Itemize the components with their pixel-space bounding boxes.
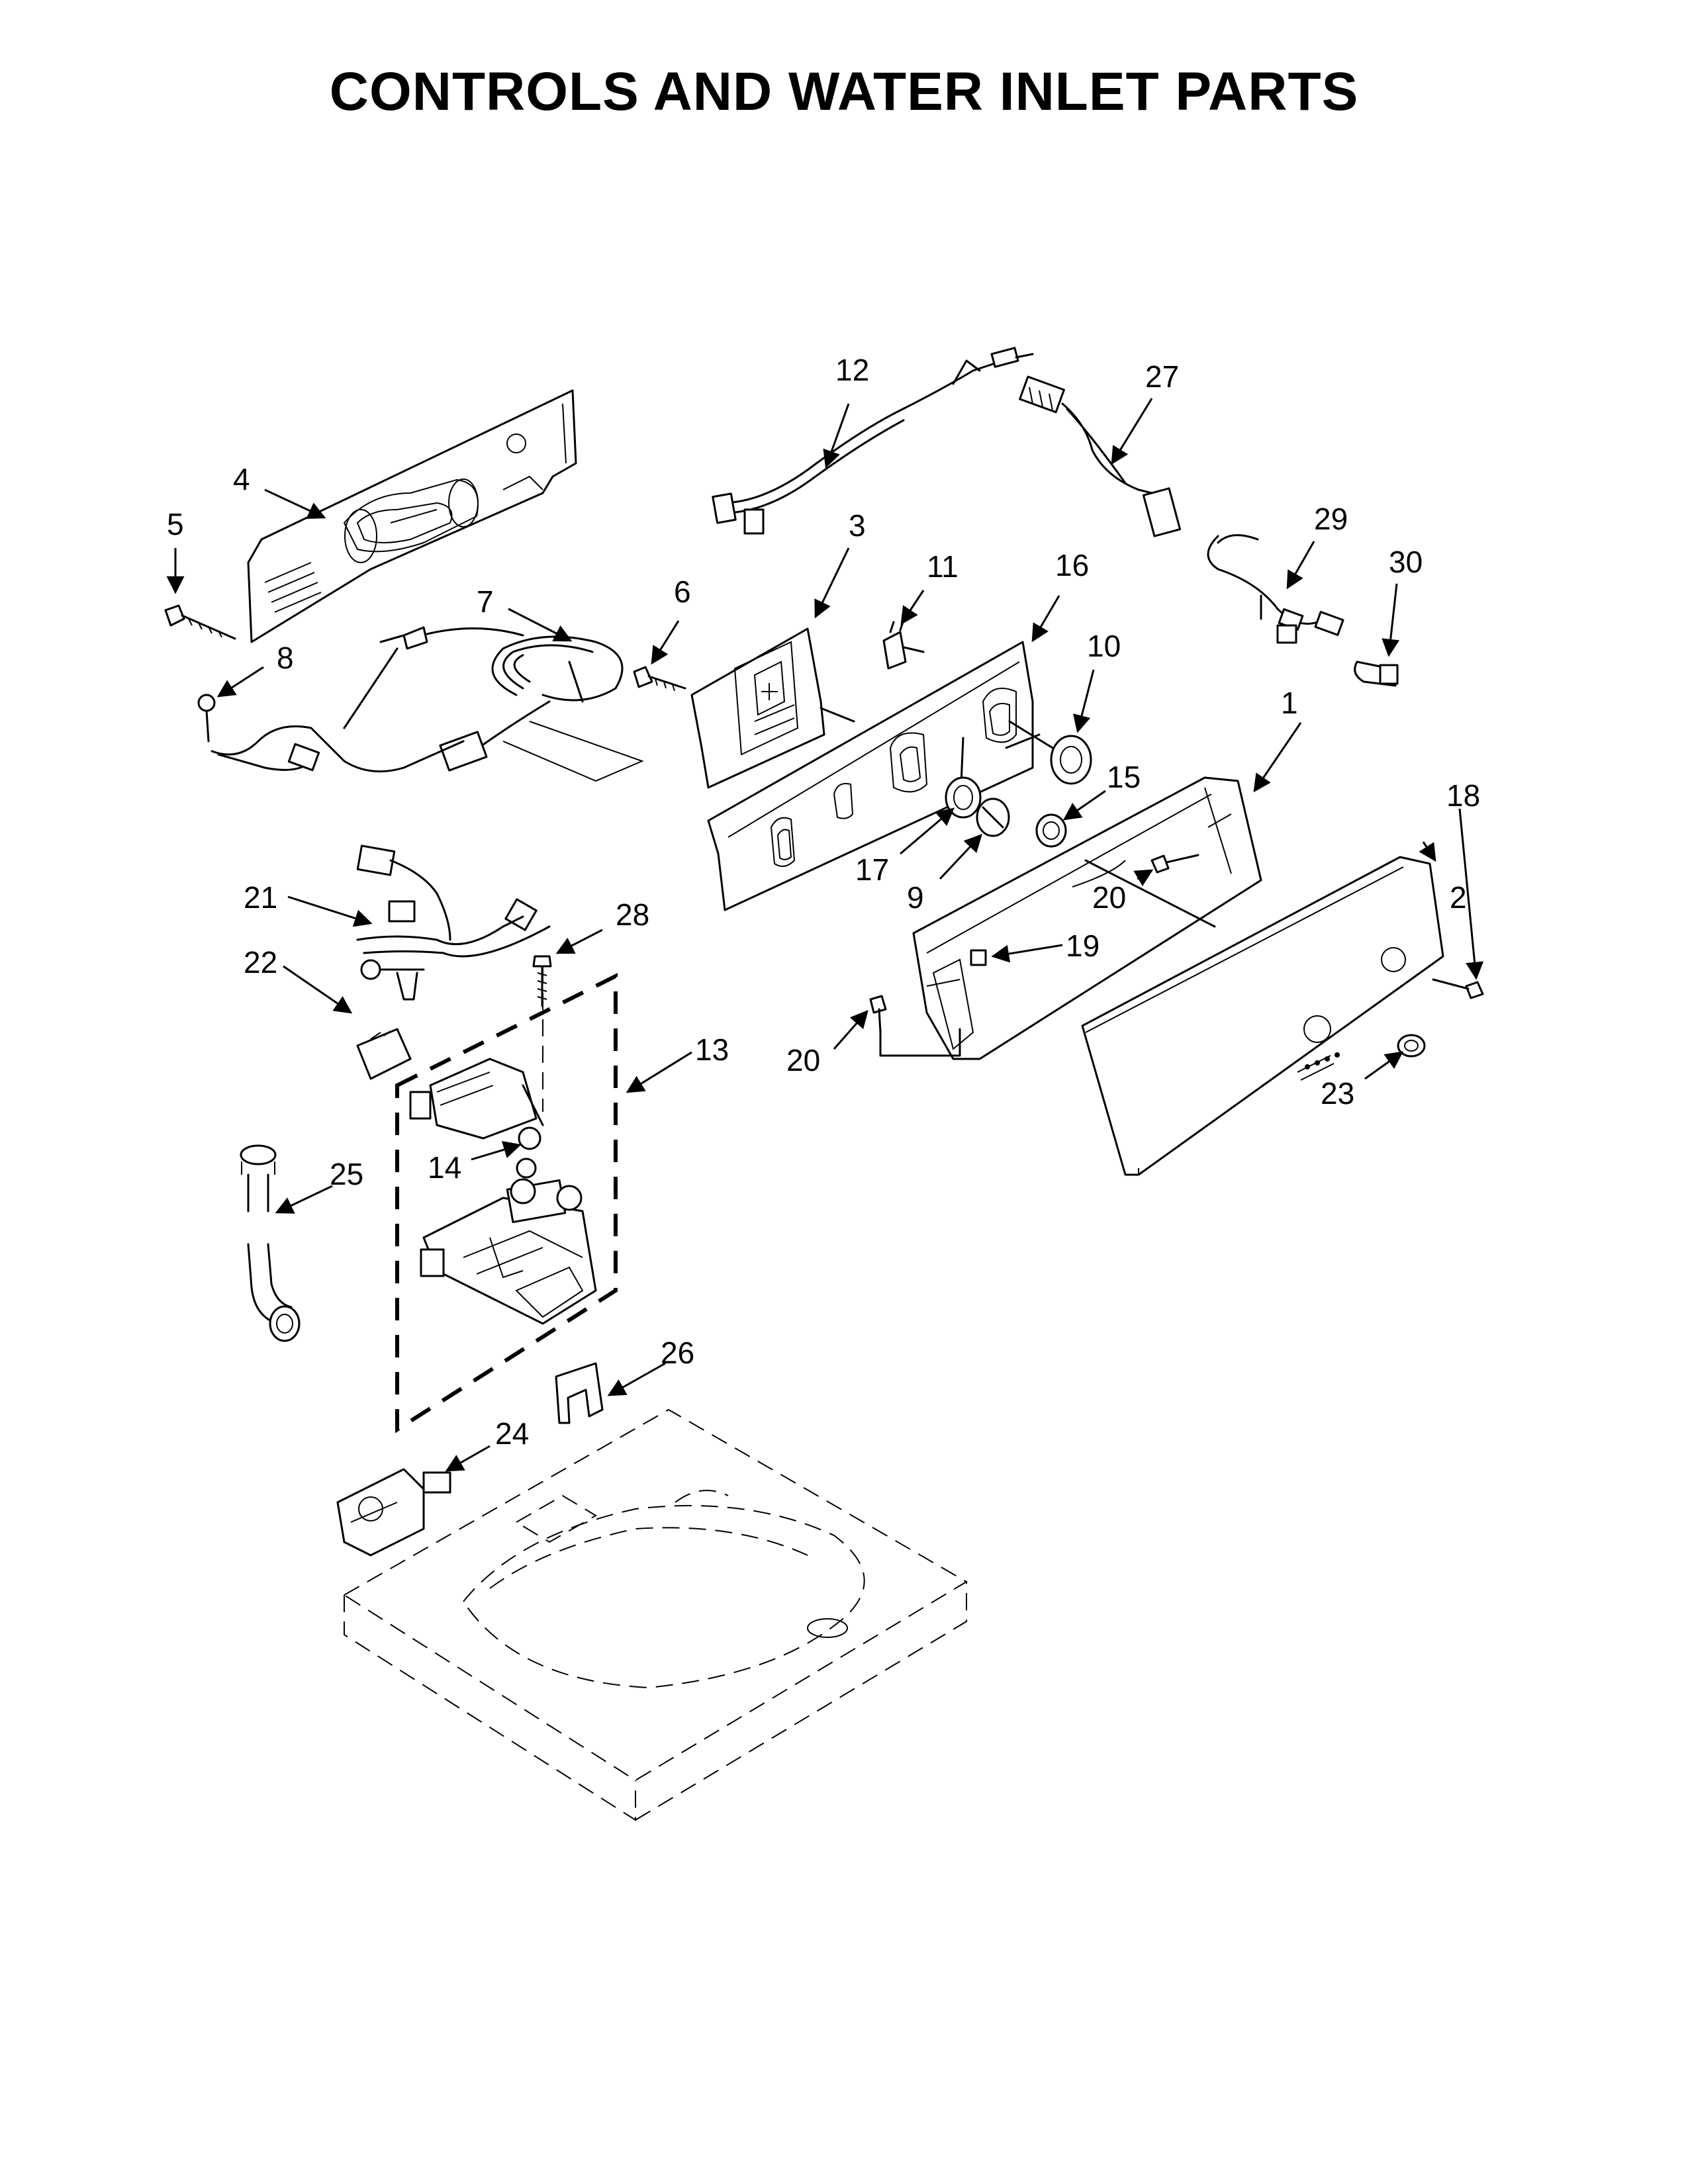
callout-15: 15: [1107, 760, 1141, 794]
callout-24: 24: [495, 1416, 529, 1451]
callout-20-upper: 20: [1092, 880, 1126, 915]
washer-top-deck: [343, 1408, 968, 1821]
part-20-screw-lower: [869, 995, 887, 1034]
part-6-screw: [633, 666, 686, 692]
callout-14: 14: [428, 1150, 461, 1185]
part-19-clip: [970, 949, 987, 966]
part-18-console-back-panel: [1081, 856, 1444, 1176]
part-29-wire-harness: [1207, 534, 1344, 644]
callout-20-lower: 20: [786, 1043, 820, 1077]
callout-9: 9: [907, 880, 924, 915]
part-16-console-frame: [707, 641, 1041, 911]
callout-16: 16: [1055, 548, 1089, 582]
callout-23: 23: [1321, 1076, 1354, 1111]
part-27-wire-harness: [1019, 375, 1182, 537]
callout-8: 8: [277, 641, 294, 675]
callout-5: 5: [167, 507, 184, 541]
part-24-actuator: [336, 1468, 451, 1557]
part-4-console-rear-panel: [247, 389, 577, 643]
callout-labels: 1 2 3 4 5 6 7 8 9 10 11 12 13 14 15 16 1…: [167, 353, 1480, 1451]
part-1-console-housing: [879, 776, 1262, 1060]
part-28-screw: [532, 955, 552, 1007]
part-30-connector: [1354, 660, 1399, 687]
part-26-bracket: [555, 1362, 604, 1424]
part-11-switch: [882, 619, 925, 670]
callout-25: 25: [330, 1157, 363, 1191]
part-13-water-inlet-assembly: [395, 966, 618, 1433]
part-2-screw: [1432, 978, 1484, 999]
part-23-grommet: [1397, 1034, 1426, 1058]
leader-arrows: [166, 398, 1484, 1472]
part-8-harness: [197, 647, 465, 773]
callout-26: 26: [661, 1336, 694, 1370]
callout-19: 19: [1066, 929, 1100, 963]
part-3-control-board: [690, 627, 855, 789]
callout-18: 18: [1446, 778, 1480, 813]
part-5-screw: [164, 604, 236, 640]
part-10-knob: [1008, 720, 1092, 785]
callout-29: 29: [1314, 502, 1348, 536]
part-7-power-cord: [379, 626, 644, 782]
callout-17: 17: [855, 852, 889, 887]
callout-10: 10: [1087, 629, 1121, 663]
part-22-relay: [356, 1028, 412, 1080]
dispenser-assembly: [420, 1178, 597, 1325]
part-9-knob: [976, 797, 1010, 837]
callout-30: 30: [1389, 545, 1423, 579]
callout-7: 7: [477, 584, 494, 619]
part-25-fill-hose: [240, 1144, 301, 1342]
callout-2: 2: [1450, 880, 1467, 915]
callout-11: 11: [927, 549, 959, 584]
part-17-knob-skirt: [945, 776, 982, 819]
part-15-button: [1035, 813, 1067, 848]
panel-vent-slots: [264, 562, 322, 613]
callout-12: 12: [835, 353, 869, 387]
part-20-screw-upper: [1150, 854, 1199, 874]
part-14-water-valve: [409, 1058, 544, 1179]
callout-1: 1: [1281, 686, 1298, 720]
callout-4: 4: [233, 462, 250, 496]
callout-13: 13: [695, 1032, 729, 1067]
part-21-wire-harness: [356, 844, 551, 1001]
callout-3: 3: [849, 508, 866, 543]
callout-21: 21: [244, 880, 277, 915]
part-12-wire-harness: [712, 347, 1034, 535]
callout-22: 22: [244, 945, 277, 979]
page-title: CONTROLS AND WATER INLET PARTS: [329, 62, 1359, 122]
callout-27: 27: [1145, 359, 1179, 394]
callout-28: 28: [616, 897, 649, 932]
callout-6: 6: [674, 574, 691, 609]
